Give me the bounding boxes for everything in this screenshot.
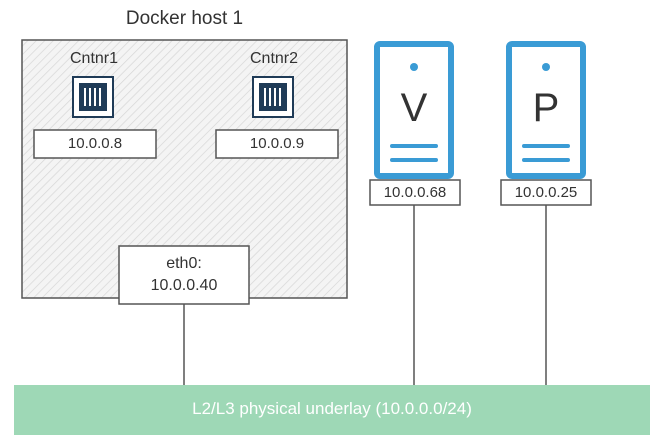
server-v-ip-box xyxy=(369,179,461,206)
cntnr2-ip-box xyxy=(215,129,339,159)
server-icon xyxy=(506,41,586,179)
eth0-ip: 10.0.0.40 xyxy=(150,277,218,294)
container-ip: 10.0.0.9 xyxy=(249,135,305,152)
container-icon xyxy=(252,76,294,118)
container-name: Cntnr1 xyxy=(69,50,119,67)
container-ip: 10.0.0.8 xyxy=(67,135,123,152)
cntnr1-ip-box xyxy=(33,129,157,159)
server-p-ip-box xyxy=(500,179,592,206)
eth0-box xyxy=(118,245,250,305)
server-p-letter: P xyxy=(532,86,560,130)
underlay-label: L2/L3 physical underlay (10.0.0.0/24) xyxy=(192,399,472,418)
server-v-ip: 10.0.0.68 xyxy=(383,184,447,201)
container-icon xyxy=(72,76,114,118)
docker-host-title: Docker host 1 xyxy=(125,8,244,29)
server-icon xyxy=(374,41,454,179)
eth0-name: eth0: xyxy=(166,255,202,272)
server-p-ip: 10.0.0.25 xyxy=(514,184,578,201)
underlay-bar xyxy=(14,385,650,435)
server-v-letter: V xyxy=(400,86,428,130)
container-name: Cntnr2 xyxy=(249,50,299,67)
